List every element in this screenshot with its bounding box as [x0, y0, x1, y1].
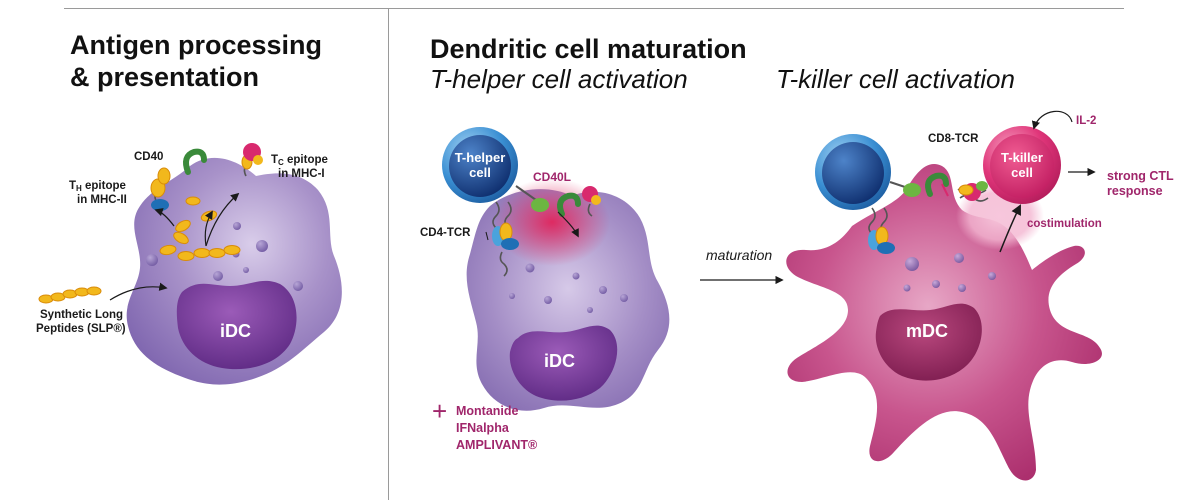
- mdc-cd40l-interaction: [889, 172, 949, 197]
- tkiller-label-line2: cell: [1011, 165, 1033, 180]
- right-title: Dendritic cell maturation: [430, 34, 747, 64]
- cd40l-label: CD40L: [533, 170, 572, 184]
- plus-icon: +: [432, 396, 448, 426]
- tc-epitope-label: TC epitope: [271, 154, 328, 167]
- tkiller-label-line1: T-killer: [1001, 150, 1043, 165]
- il2-label: IL-2: [1076, 115, 1097, 127]
- th-epitope-label-line2: in MHC-II: [77, 194, 127, 206]
- cd40l-interaction: [515, 185, 601, 238]
- idc-label-left: iDC: [220, 321, 251, 341]
- thelper-label-line2: cell: [469, 165, 491, 180]
- adjuvant-item: AMPLIVANT®: [456, 438, 538, 452]
- cd4-tcr-complex: [485, 201, 519, 277]
- thelper-label-line1: T-helper: [454, 150, 506, 165]
- mdc-cd4-tcr-complex: [868, 207, 895, 254]
- cd40-label: CD40: [134, 151, 164, 163]
- tc-epitope-label-line2: in MHC-I: [278, 168, 325, 180]
- mdc-label: mDC: [906, 321, 949, 341]
- maturation-label: maturation: [706, 247, 773, 263]
- ctl-label-line1: strong CTL: [1107, 169, 1174, 183]
- tkiller-cell: [983, 126, 1061, 204]
- thelper-cell-mdc: [815, 134, 891, 210]
- cd8tcr-label: CD8-TCR: [928, 133, 979, 145]
- idc-cell-middle: [466, 178, 670, 411]
- cd4tcr-label: CD4-TCR: [420, 227, 471, 239]
- panel-divider: [388, 8, 389, 500]
- idc-label-middle: iDC: [544, 351, 575, 371]
- slp-label-line2: Peptides (SLP®): [36, 323, 126, 335]
- costimulation-label: costimulation: [1027, 218, 1102, 230]
- left-title-line2: & presentation: [70, 62, 260, 92]
- killer-subtitle: T-killer cell activation: [776, 64, 1015, 94]
- thelper-cell: [442, 127, 518, 203]
- left-title-line1: Antigen processing: [70, 30, 323, 60]
- top-divider: [64, 8, 1124, 9]
- cd8-tcr-complex: [941, 181, 989, 202]
- ctl-label-line2: response: [1107, 184, 1163, 198]
- helper-subtitle: T-helper cell activation: [430, 64, 688, 94]
- adjuvant-item: Montanide: [456, 404, 519, 418]
- adjuvant-item: IFNalpha: [456, 421, 509, 435]
- th-epitope-label: TH epitope: [69, 180, 126, 193]
- slp-label-line1: Synthetic Long: [40, 309, 124, 321]
- idc-cell-left: [38, 143, 342, 385]
